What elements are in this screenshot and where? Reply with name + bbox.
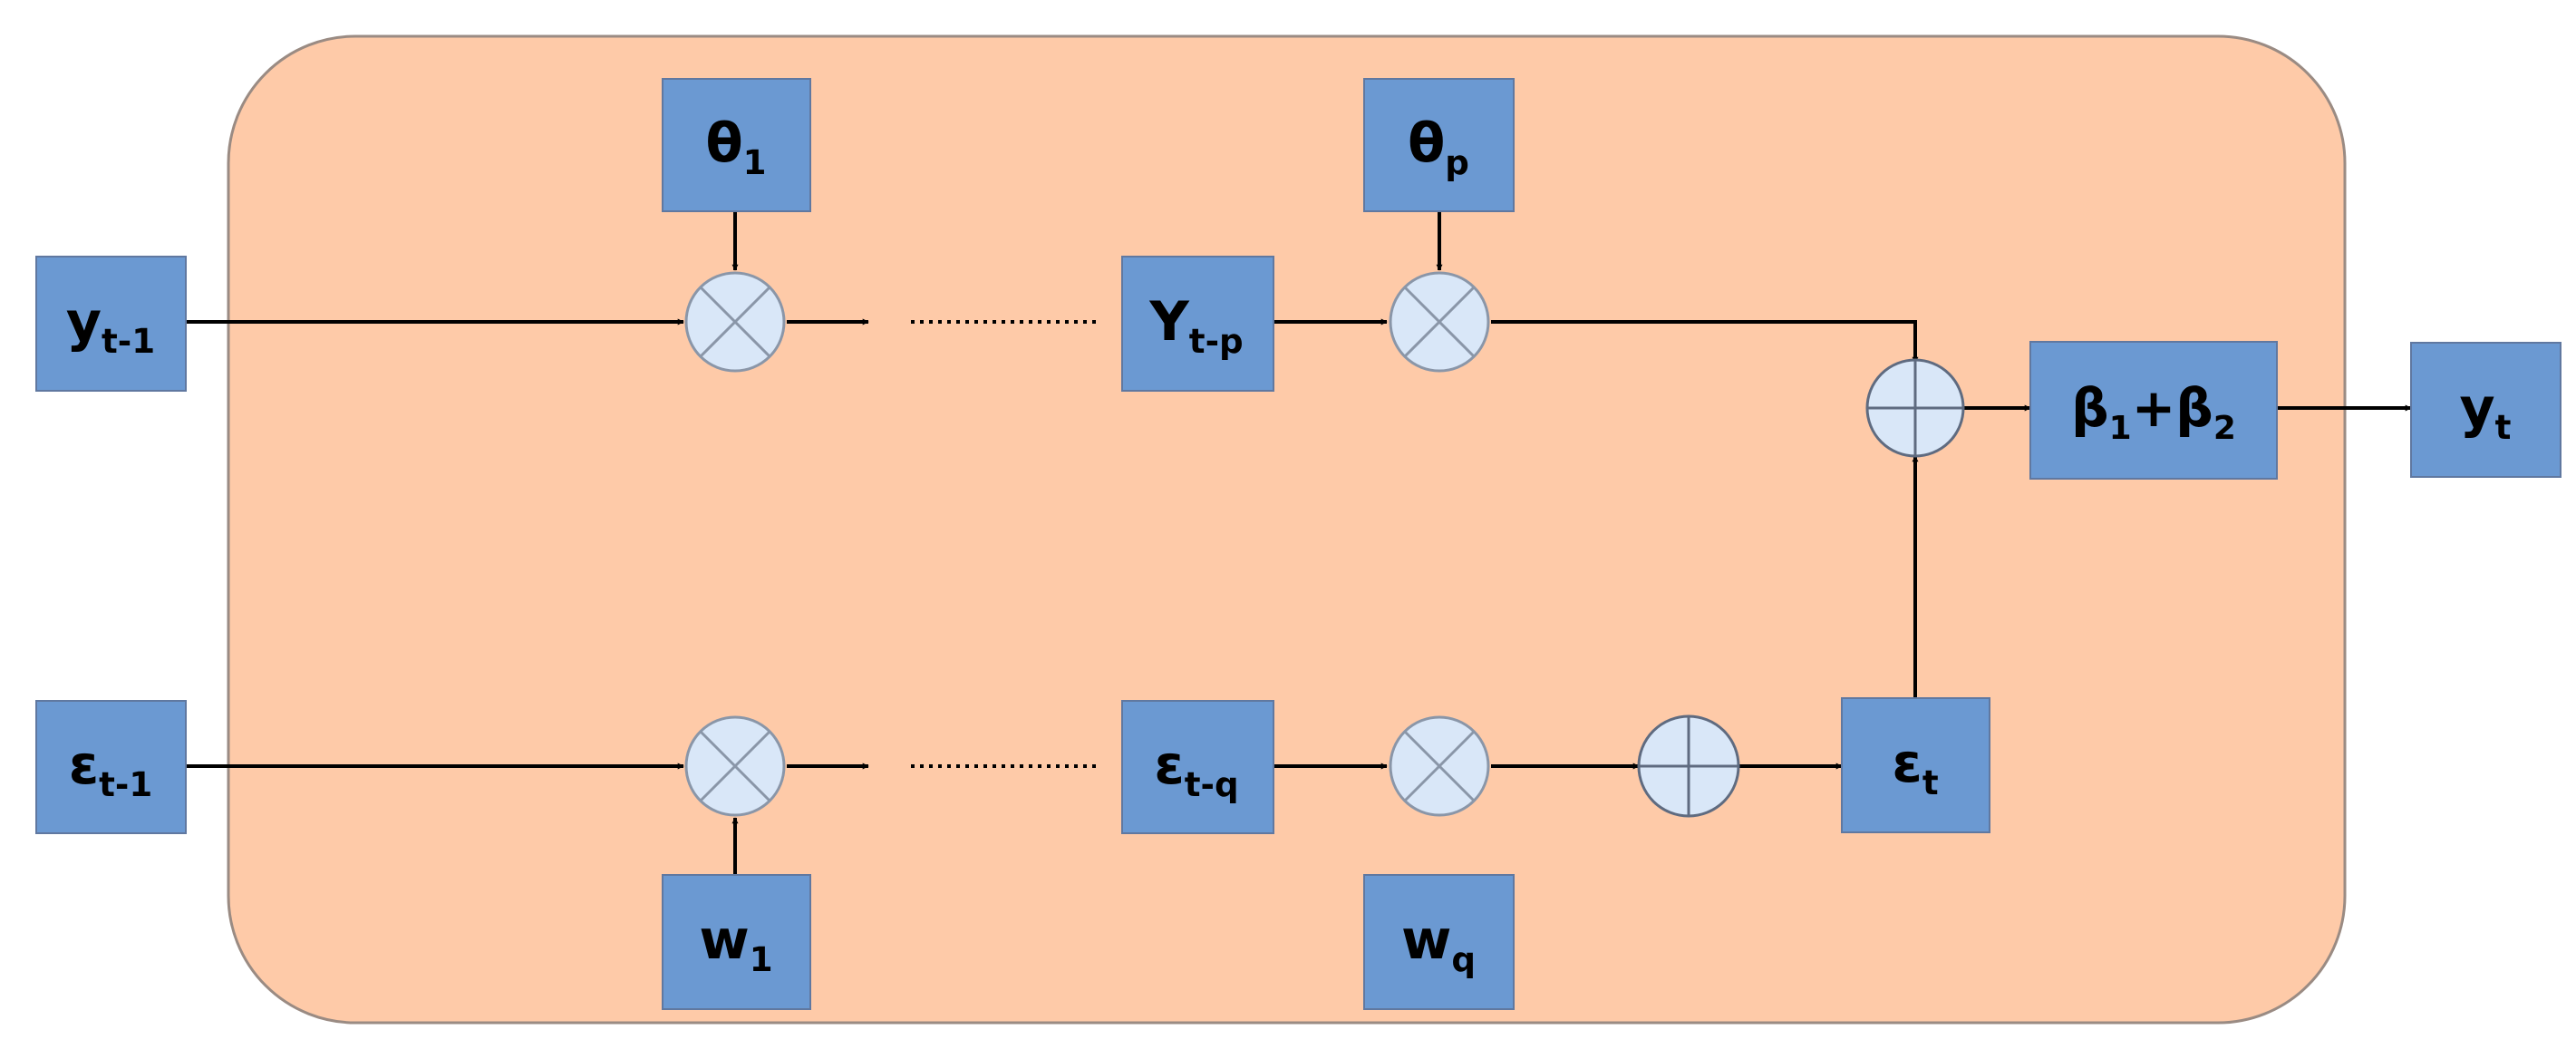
add-icon bbox=[1865, 358, 1965, 458]
multiply-icon bbox=[684, 271, 786, 373]
add-icon bbox=[1637, 714, 1740, 818]
svg-text:yt-1: yt-1 bbox=[66, 290, 155, 361]
svg-text:w1: w1 bbox=[699, 908, 772, 979]
svg-text:εt-q: εt-q bbox=[1154, 734, 1238, 804]
node-y-t-minus-p: Yt-p bbox=[1121, 256, 1274, 392]
background-panel bbox=[227, 34, 2347, 1025]
node-eps-t-minus-1: εt-1 bbox=[35, 700, 187, 834]
node-eps-t: εt bbox=[1841, 697, 1990, 833]
node-beta-sum: β1+β2 bbox=[2029, 341, 2278, 480]
wires bbox=[186, 211, 2412, 875]
wire-multp-to-addright bbox=[1491, 320, 1919, 364]
svg-text:εt: εt bbox=[1892, 732, 1938, 802]
svg-text:wq: wq bbox=[1401, 908, 1476, 979]
svg-text:θ1: θ1 bbox=[705, 112, 766, 182]
node-w-1: w1 bbox=[662, 874, 811, 1010]
svg-text:θp: θp bbox=[1408, 112, 1469, 182]
svg-text:Yt-p: Yt-p bbox=[1148, 290, 1243, 361]
node-w-q: wq bbox=[1363, 874, 1515, 1010]
multiply-icon bbox=[684, 715, 786, 817]
node-theta-1: θ1 bbox=[662, 78, 811, 212]
svg-text:β1+β2: β1+β2 bbox=[2071, 377, 2236, 447]
multiply-icon bbox=[1389, 271, 1490, 373]
svg-text:yt: yt bbox=[2460, 376, 2512, 447]
node-y-t: yt bbox=[2410, 342, 2561, 478]
svg-text:εt-1: εt-1 bbox=[69, 734, 153, 804]
node-eps-t-minus-q: εt-q bbox=[1121, 700, 1274, 834]
multiply-icon bbox=[1389, 715, 1490, 817]
node-theta-p: θp bbox=[1363, 78, 1515, 212]
node-y-t-minus-1: yt-1 bbox=[35, 256, 187, 392]
